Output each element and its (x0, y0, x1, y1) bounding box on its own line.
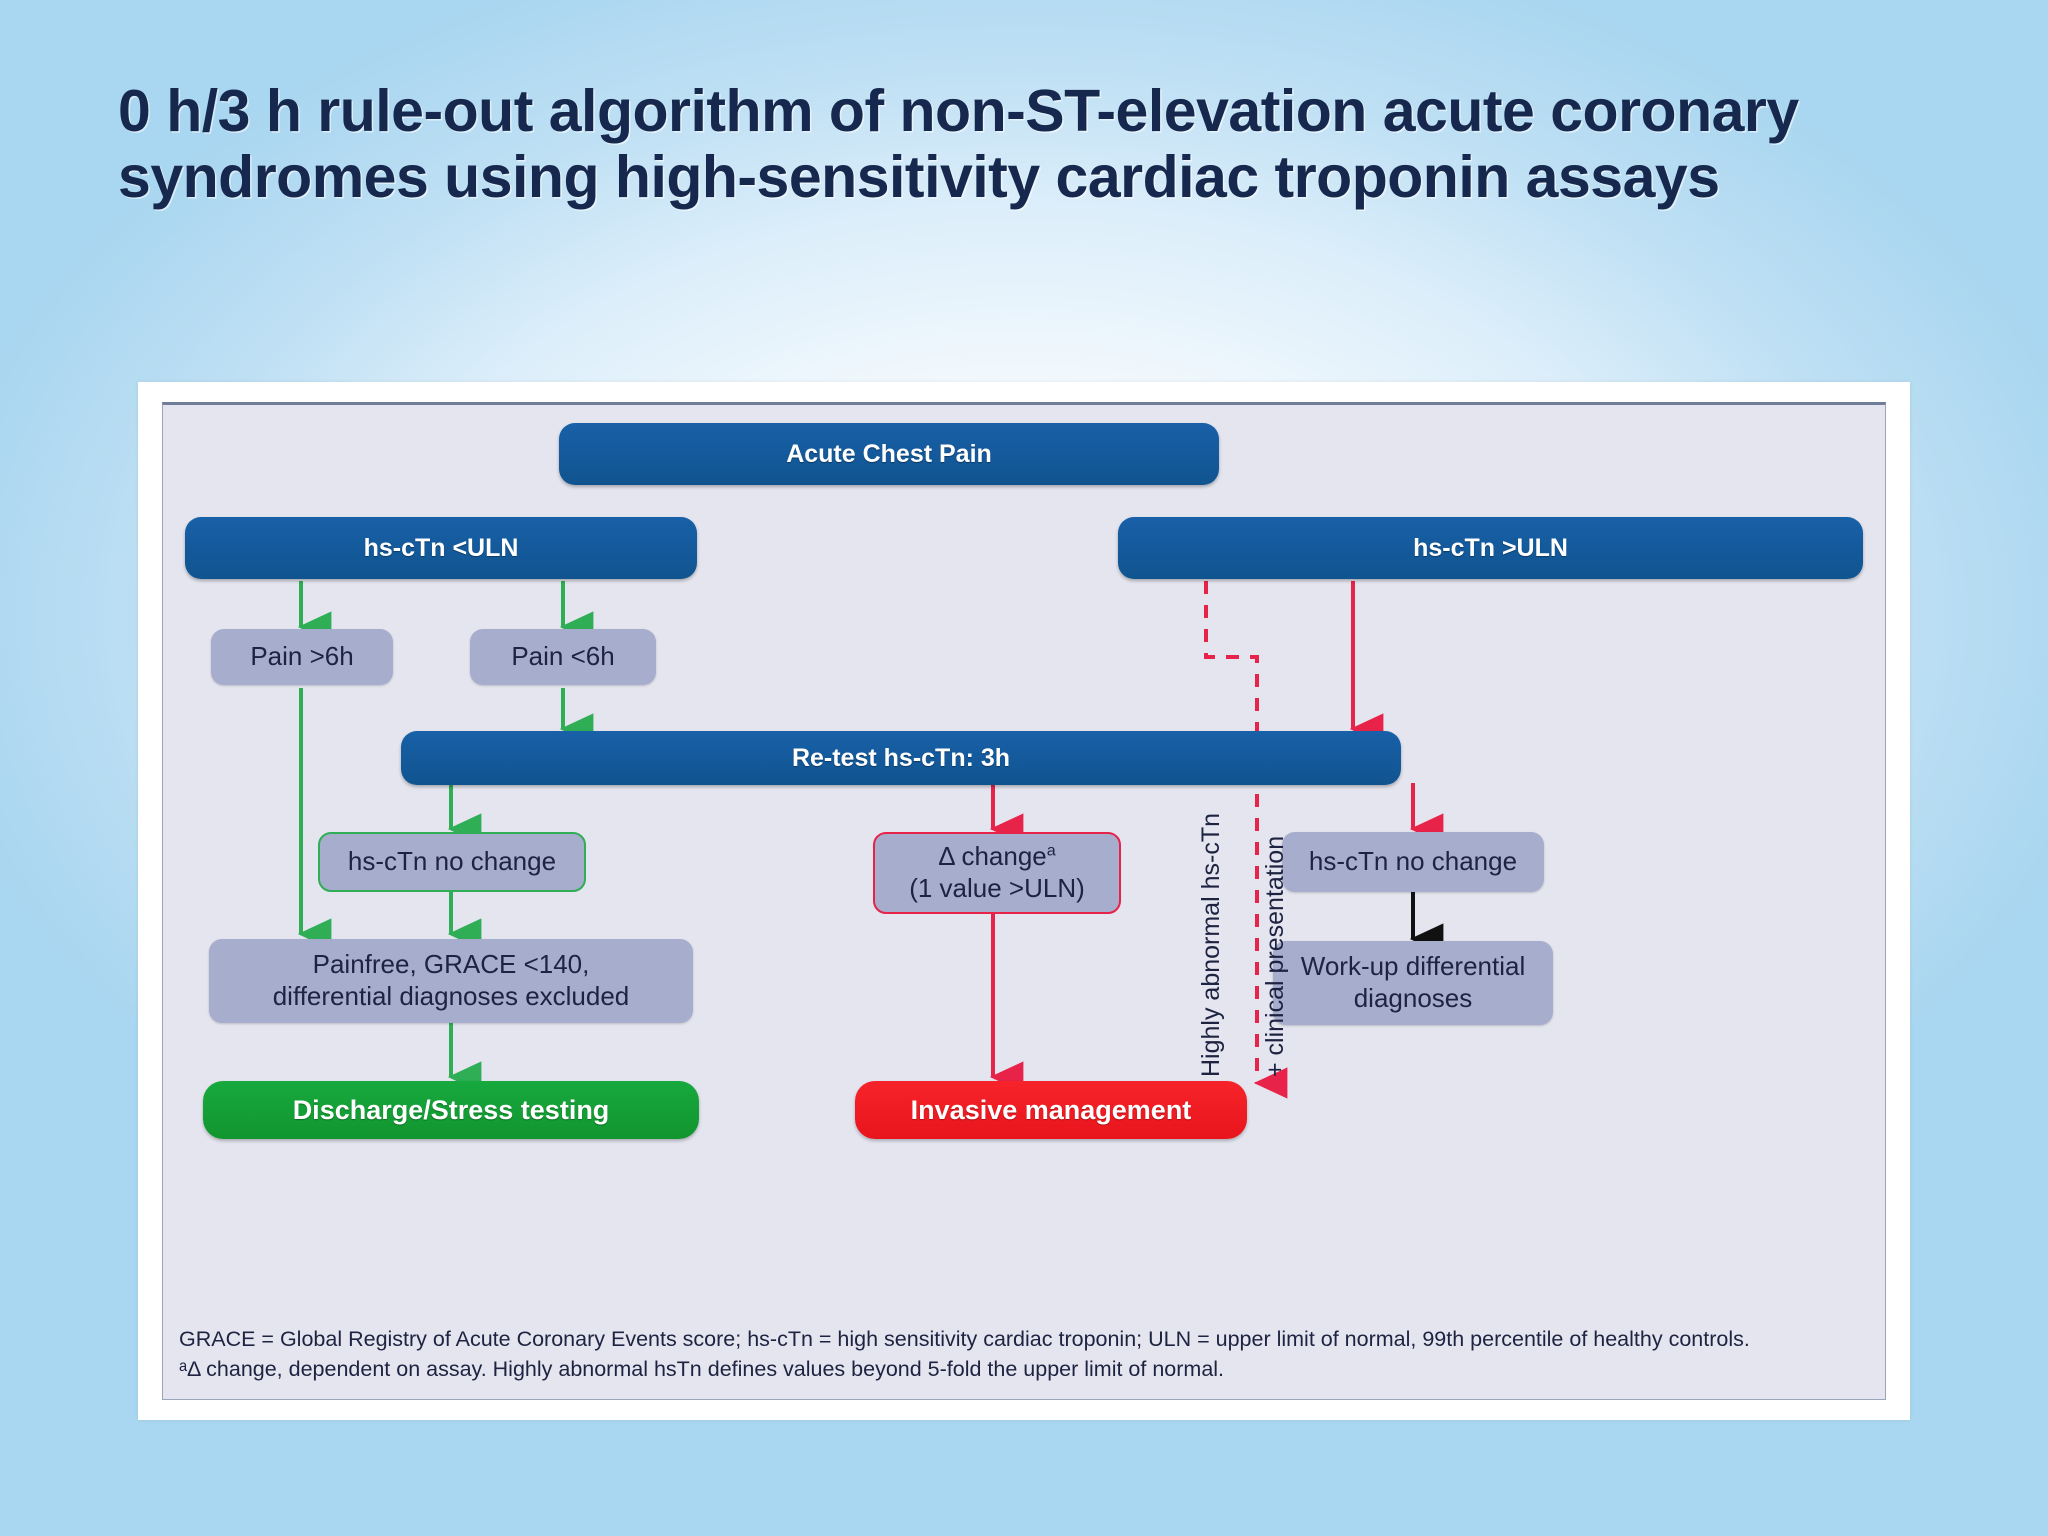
node-pain-under-6h[interactable]: Pain <6h (470, 629, 656, 685)
node-label-line2: diagnoses (1353, 983, 1473, 1013)
node-label: hs-cTn <ULN (363, 533, 519, 562)
node-hsctn-no-change-right[interactable]: hs-cTn no change (1282, 832, 1544, 892)
node-hsctn-above-uln[interactable]: hs-cTn >ULN (1118, 517, 1863, 579)
label-highly-abnormal-hsctn: Highly abnormal hs-cTn (1197, 813, 1225, 1077)
figure-footnote: GRACE = Global Registry of Acute Coronar… (179, 1324, 1873, 1385)
node-label: Discharge/Stress testing (292, 1094, 610, 1125)
node-label-line2: differential diagnoses excluded (272, 981, 630, 1011)
node-invasive-management[interactable]: Invasive management (855, 1081, 1247, 1139)
flowchart-panel: Acute Chest Pain hs-cTn <ULN hs-cTn >ULN… (162, 402, 1886, 1400)
node-label: hs-cTn no change (347, 846, 557, 877)
node-discharge-stress-testing[interactable]: Discharge/Stress testing (203, 1081, 699, 1139)
label-clinical-presentation: + clinical presentation (1261, 835, 1289, 1077)
node-label: Re-test hs-cTn: 3h (791, 743, 1011, 772)
node-label-line1: Painfree, GRACE <140, (312, 949, 590, 980)
node-delta-change[interactable]: Δ changea (1 value >ULN) (873, 832, 1121, 914)
node-painfree-grace[interactable]: Painfree, GRACE <140, differential diagn… (209, 939, 693, 1023)
node-retest-hsctn-3h[interactable]: Re-test hs-cTn: 3h (401, 731, 1401, 785)
footnote-marker-a: a (1046, 841, 1056, 860)
node-hsctn-no-change-left[interactable]: hs-cTn no change (318, 832, 586, 892)
node-label-line2: (1 value >ULN) (909, 873, 1085, 903)
node-label: hs-cTn no change (1308, 846, 1518, 877)
footnote-line-2: ᵃΔ change, dependent on assay. Highly ab… (179, 1357, 1225, 1382)
node-label: hs-cTn >ULN (1413, 533, 1568, 562)
node-label: Invasive management (910, 1094, 1192, 1125)
node-hsctn-below-uln[interactable]: hs-cTn <ULN (185, 517, 697, 579)
node-label: Pain <6h (511, 641, 615, 672)
node-label: Acute Chest Pain (786, 439, 992, 468)
figure-frame: Acute Chest Pain hs-cTn <ULN hs-cTn >ULN… (138, 382, 1910, 1420)
node-label: Pain >6h (250, 641, 354, 672)
footnote-line-1: GRACE = Global Registry of Acute Coronar… (179, 1326, 1750, 1351)
node-acute-chest-pain[interactable]: Acute Chest Pain (559, 423, 1219, 485)
node-label-line1: Work-up differential (1300, 951, 1526, 982)
page-title: 0 h/3 h rule-out algorithm of non-ST-ele… (118, 78, 1799, 211)
node-workup-differential-diagnoses[interactable]: Work-up differential diagnoses (1273, 941, 1553, 1025)
node-pain-over-6h[interactable]: Pain >6h (211, 629, 393, 685)
node-label-line1: Δ changea (938, 841, 1056, 872)
